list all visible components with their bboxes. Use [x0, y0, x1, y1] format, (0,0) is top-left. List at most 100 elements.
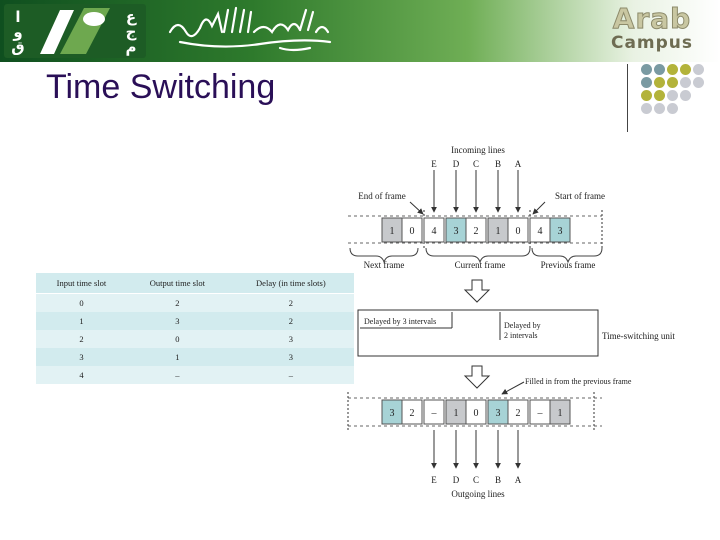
top-cell: 1 — [487, 217, 509, 243]
table-cell: 2 — [227, 293, 354, 312]
table-cell: 0 — [126, 330, 228, 348]
cell-value: 0 — [410, 226, 415, 237]
table-cell: 0 — [36, 293, 127, 312]
table-cell: 1 — [79, 316, 84, 326]
logo-letter: ج — [125, 23, 137, 41]
brand-arab-text: Arab — [612, 2, 692, 35]
logo-letter: و — [13, 23, 23, 41]
arab-campus-logo: Arab Campus — [596, 2, 708, 52]
logo-letter: م — [125, 38, 137, 56]
next-frame-label: Next frame — [364, 260, 405, 270]
table-cell: 3 — [79, 352, 84, 362]
table-cell: 1 — [175, 352, 180, 362]
line-letter: E — [431, 475, 437, 485]
bottom-cell: – — [529, 399, 551, 425]
dot — [641, 90, 652, 101]
time-switching-unit-label: Time-switching unit — [602, 331, 675, 341]
dot — [641, 64, 652, 75]
column-header: Input time slot — [36, 273, 127, 294]
table-row: 4 – – — [36, 366, 354, 384]
table-row: 2 0 3 — [36, 330, 354, 348]
dot — [654, 90, 665, 101]
cell-value: 3 — [496, 408, 501, 419]
line-letter: C — [473, 475, 479, 485]
table-header-row: Input time slot Output time slot Delay (… — [36, 273, 354, 294]
table-cell: 4 — [36, 366, 127, 384]
logo-letters-left: ا و ق — [7, 10, 29, 55]
arabic-calligraphy-icon — [168, 6, 332, 52]
bottom-cell: 3 — [487, 399, 509, 425]
aou-logo: ا و ق ع ج م — [4, 4, 146, 58]
dot — [654, 64, 665, 75]
end-of-frame-arrow — [409, 201, 424, 215]
top-cell: 3 — [549, 217, 571, 243]
cell-value: – — [431, 408, 438, 419]
next-frame-brace — [349, 247, 419, 264]
cell-value: 1 — [496, 226, 501, 237]
delay-table: Input time slot Output time slot Delay (… — [36, 273, 354, 384]
dot — [641, 103, 652, 114]
top-cell: 1 — [381, 217, 403, 243]
dot — [693, 77, 704, 88]
dot — [667, 103, 678, 114]
line-letter: A — [515, 159, 522, 169]
bottom-cell: – — [423, 399, 445, 425]
dot — [680, 90, 691, 101]
cell-value: 3 — [454, 226, 459, 237]
table-row: 0 2 2 — [36, 293, 354, 312]
cell-value: 4 — [432, 226, 437, 237]
bottom-cell: 1 — [549, 399, 571, 425]
line-letter: A — [515, 475, 522, 485]
line-letter: D — [453, 159, 460, 169]
cell-value: 1 — [454, 408, 459, 419]
cell-value: 4 — [538, 226, 543, 237]
current-frame-label: Current frame — [455, 260, 506, 270]
line-letter: B — [495, 159, 501, 169]
cell-value: 1 — [558, 408, 563, 419]
delayed-2-label-line1: Delayed by — [504, 321, 541, 330]
dot — [667, 77, 678, 88]
logo-letters-right: ع ج م — [120, 10, 142, 55]
logo-letter: ع — [125, 8, 137, 26]
outgoing-lines-label: Outgoing lines — [451, 489, 505, 499]
bottom-cell: 1 — [445, 399, 467, 425]
line-letter: D — [453, 475, 460, 485]
dot — [641, 77, 652, 88]
aou-emblem-icon — [40, 8, 110, 54]
table-cell: 3 — [175, 316, 180, 326]
logo-letter: ا — [15, 8, 21, 26]
dot — [693, 64, 704, 75]
table-cell: 2 — [288, 316, 293, 326]
table-row: 3 1 3 — [36, 348, 354, 366]
header-banner: ا و ق ع ج م Arab Campus — [0, 0, 720, 62]
cell-value: 1 — [390, 226, 395, 237]
start-of-frame-arrow — [532, 201, 546, 215]
table-cell: 3 — [227, 330, 354, 348]
top-cell: 0 — [401, 217, 423, 243]
cell-value: 2 — [516, 408, 521, 419]
incoming-lines-label: Incoming lines — [451, 145, 505, 155]
dot — [667, 90, 678, 101]
outgoing-arrows — [431, 430, 521, 469]
divider-line — [627, 64, 628, 132]
previous-frame-brace — [531, 247, 603, 264]
end-of-frame-label: End of frame — [358, 191, 405, 201]
cell-value: 2 — [474, 226, 479, 237]
table-cell: 2 — [36, 330, 127, 348]
delay-table-grid: Input time slot Output time slot Delay (… — [36, 273, 354, 384]
dot — [680, 64, 691, 75]
logo-letter: ق — [11, 38, 25, 56]
dot — [680, 77, 691, 88]
dot — [654, 77, 665, 88]
cell-value: 3 — [558, 226, 563, 237]
column-header: Delay (in time slots) — [227, 273, 354, 294]
line-letter: E — [431, 159, 437, 169]
column-header: Output time slot — [126, 273, 228, 294]
page-title: Time Switching — [46, 68, 276, 106]
incoming-arrows — [431, 170, 521, 213]
cell-value: 0 — [516, 226, 521, 237]
time-switching-diagram: Incoming lines E D C B A End of frame St… — [347, 145, 675, 499]
down-arrow-icon — [463, 279, 491, 303]
bottom-cell: 2 — [507, 399, 529, 425]
cell-value: – — [537, 408, 544, 419]
